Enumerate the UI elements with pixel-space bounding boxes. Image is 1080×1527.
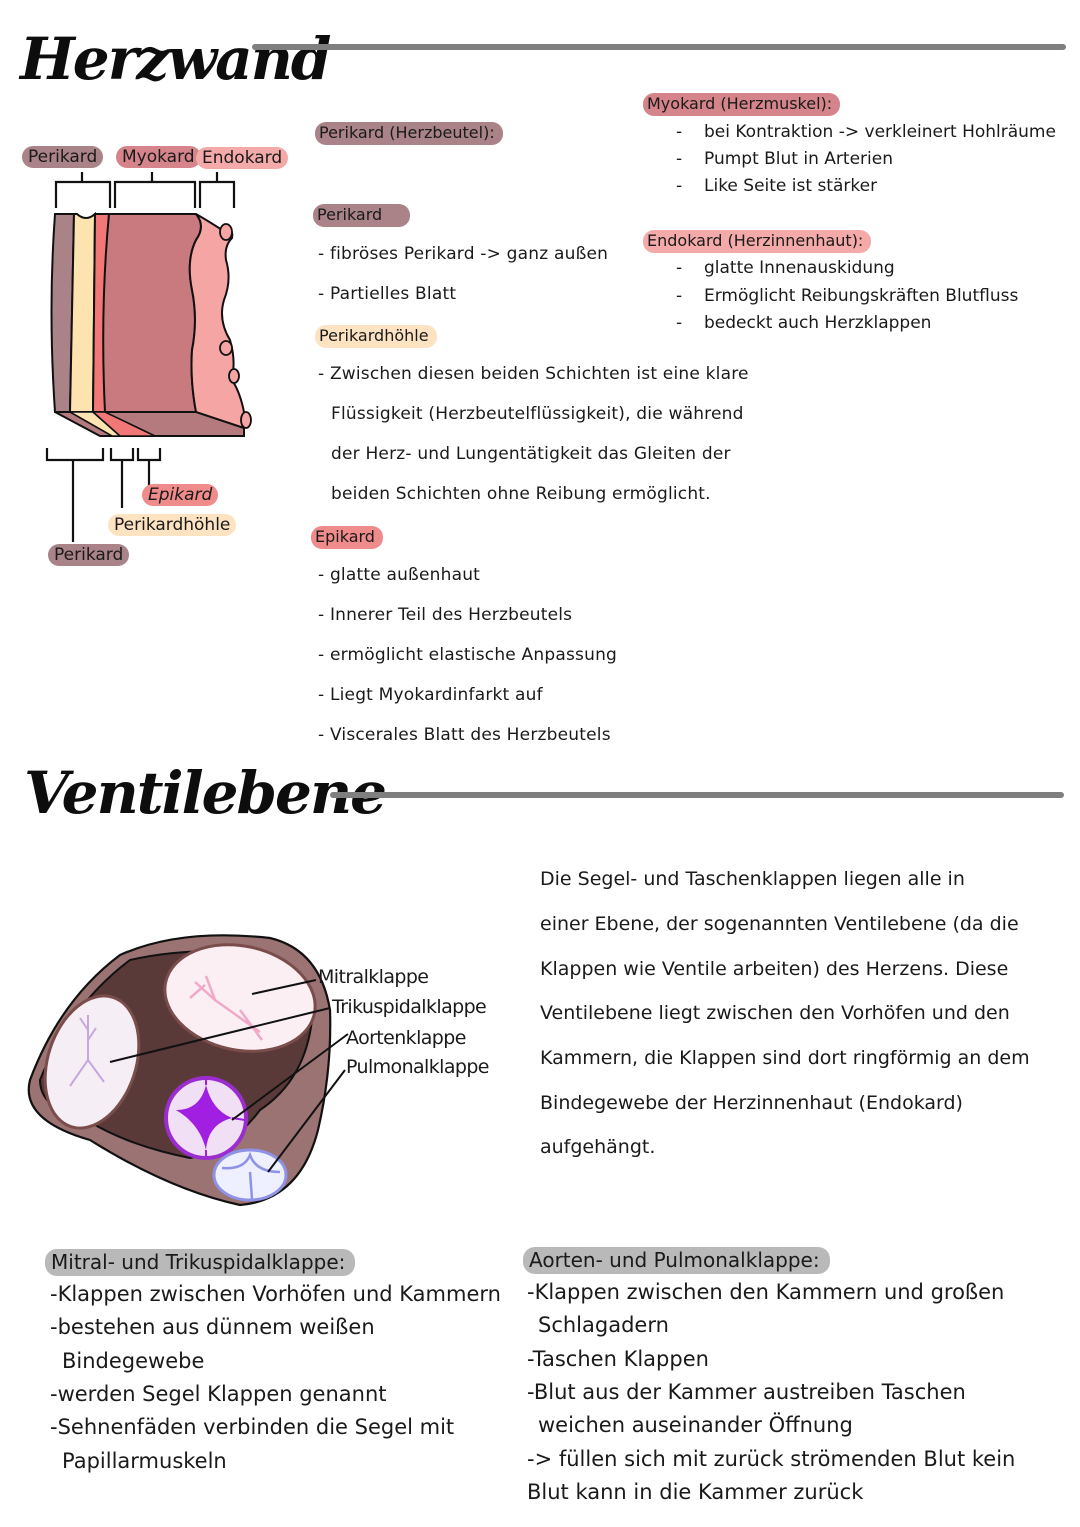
- epikard-item: - glatte außenhaut: [318, 565, 481, 585]
- paragraph-line: Bindegewebe der Herzinnenhaut (Endokard): [540, 1092, 963, 1114]
- diagram-label-perikard: Perikard: [22, 146, 104, 168]
- heading-myokard: Myokard (Herzmuskel):: [643, 93, 841, 116]
- epikard-item: - Viscerales Blatt des Herzbeutels: [318, 725, 611, 745]
- aorten-line: -Taschen Klappen: [527, 1347, 709, 1371]
- endokard-item: -glatte Innenauskidung: [676, 258, 895, 278]
- paragraph-line: Ventilebene liegt zwischen den Vorhöfen …: [540, 1002, 1010, 1024]
- mitral-line: -bestehen aus dünnem weißen: [50, 1315, 375, 1339]
- heading-endokard: Endokard (Herzinnenhaut):: [643, 230, 872, 253]
- diagram-label-perikard-bottom: Perikard: [48, 544, 130, 566]
- heading-perikard-herzbeutel: Perikard (Herzbeutel):: [315, 122, 503, 145]
- epikard-item: - Liegt Myokardinfarkt auf: [318, 685, 543, 705]
- epikard-item: - ermöglicht elastische Anpassung: [318, 645, 618, 665]
- aorten-line: Blut kann in die Kammer zurück: [527, 1480, 864, 1504]
- valve-label-trikuspidal: Trikuspidalklappe: [332, 996, 487, 1018]
- valve-label-pulmonal: Pulmonalklappe: [346, 1056, 489, 1078]
- diagram-label-endokard: Endokard: [196, 147, 289, 169]
- aorten-line: Schlagadern: [538, 1313, 669, 1337]
- mitral-line: -Sehnenfäden verbinden die Segel mit: [50, 1415, 455, 1439]
- hoehle-line: - Zwischen diesen beiden Schichten ist e…: [318, 364, 749, 384]
- valve-plane-illustration: [27, 934, 349, 1207]
- endokard-item: -bedeckt auch Herzklappen: [676, 313, 932, 333]
- mitral-line: -Klappen zwischen Vorhöfen und Kammern: [50, 1282, 501, 1306]
- heading-aorten-pulmonal: Aorten- und Pulmonalklappe:: [523, 1247, 830, 1274]
- hoehle-line: Flüssigkeit (Herzbeutelflüssigkeit), die…: [331, 404, 744, 424]
- aorten-line: weichen auseinander Öffnung: [538, 1413, 853, 1437]
- myokard-item: -bei Kontraktion -> verkleinert Hohlräum…: [676, 122, 1056, 142]
- diagram-label-myokard: Myokard: [116, 146, 201, 168]
- title-rule: [252, 44, 1066, 50]
- heading-mitral-trikuspidal: Mitral- und Trikuspidalklappe:: [45, 1249, 356, 1276]
- myokard-item: -Pumpt Blut in Arterien: [676, 149, 893, 169]
- epikard-item: - Innerer Teil des Herzbeutels: [318, 605, 573, 625]
- heart-wall-illustration: [45, 172, 252, 542]
- paragraph-line: aufgehängt.: [540, 1136, 656, 1158]
- heart-wall-diagram: Perikard Myokard Endokard: [0, 130, 300, 580]
- mitral-line: -werden Segel Klappen genannt: [50, 1382, 387, 1406]
- valve-label-mitral: Mitralklappe: [318, 966, 429, 988]
- myokard-item: -Like Seite ist stärker: [676, 176, 878, 196]
- aorten-line: -Klappen zwischen den Kammern und großen: [527, 1280, 1005, 1304]
- aorten-line: -> füllen sich mit zurück strömenden Blu…: [527, 1447, 1016, 1471]
- paragraph-line: Die Segel- und Taschenklappen liegen all…: [540, 868, 965, 890]
- valve-label-aorten: Aortenklappe: [346, 1027, 466, 1049]
- section-title-ventilebene: Ventilebene: [24, 759, 387, 827]
- hoehle-line: der Herz- und Lungentätigkeit das Gleite…: [331, 444, 731, 464]
- heading-perikardhoehle: Perikardhöhle: [315, 325, 437, 348]
- hoehle-line: beiden Schichten ohne Reibung ermöglicht…: [331, 484, 711, 504]
- section-title-herzwand: Herzwand: [20, 25, 331, 93]
- diagram-label-epikard: Epikard: [142, 484, 219, 506]
- aorten-line: -Blut aus der Kammer austreiben Taschen: [527, 1380, 966, 1404]
- endokard-item: -Ermöglicht Reibungskräften Blutfluss: [676, 286, 1019, 306]
- paragraph-line: einer Ebene, der sogenannten Ventilebene…: [540, 913, 1019, 935]
- mitral-line: Bindegewebe: [62, 1349, 205, 1373]
- heading-perikard: Perikard: [313, 204, 411, 227]
- paragraph-line: Klappen wie Ventile arbeiten) des Herzen…: [540, 958, 1009, 980]
- perikard-item: - Partielles Blatt: [318, 284, 457, 304]
- diagram-label-perikardhoehle: Perikardhöhle: [108, 514, 237, 536]
- heading-epikard: Epikard: [311, 526, 383, 549]
- mitral-line: Papillarmuskeln: [62, 1449, 227, 1473]
- perikard-item: - fibröses Perikard -> ganz außen: [318, 244, 609, 264]
- paragraph-line: Kammern, die Klappen sind dort ringförmi…: [540, 1047, 1030, 1069]
- title-rule: [330, 792, 1064, 798]
